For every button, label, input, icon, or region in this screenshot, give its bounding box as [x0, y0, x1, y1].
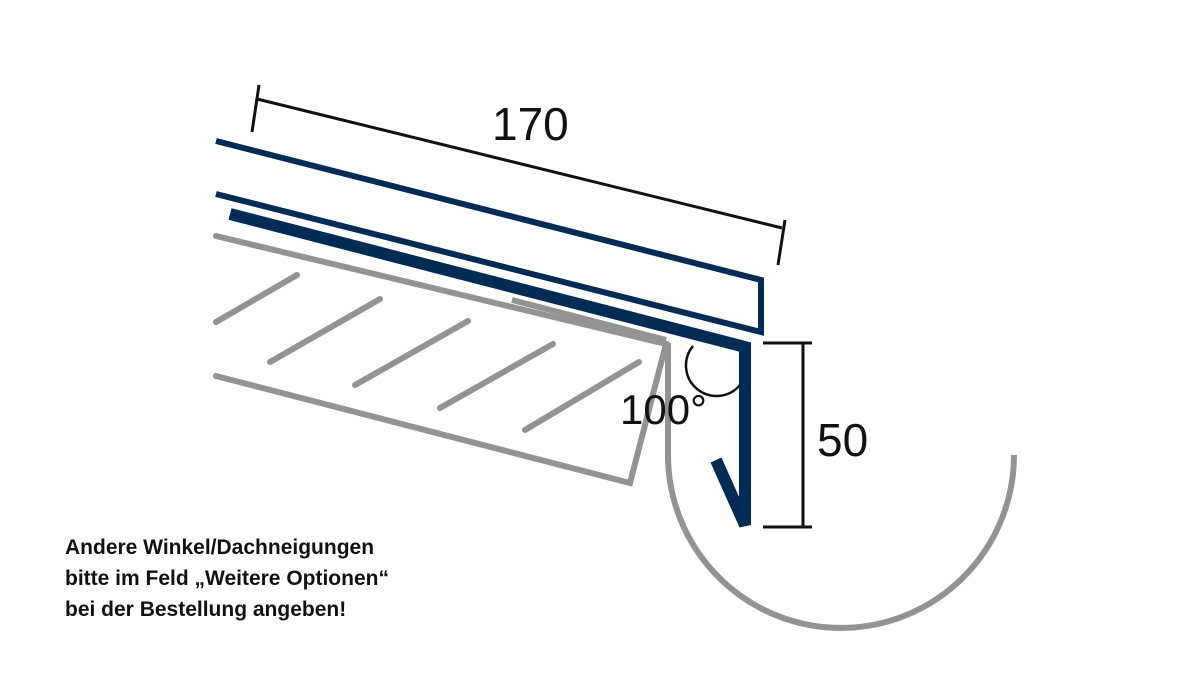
- order-note-line: bei der Bestellung angeben!: [65, 598, 347, 621]
- hatch-line: [213, 272, 300, 325]
- height-label: 50: [817, 414, 868, 466]
- main-profile: [228, 208, 751, 528]
- roof-board-outline: [213, 233, 670, 487]
- flashing-profile: [215, 138, 764, 528]
- length-label: 170: [492, 98, 569, 150]
- angle-arc: [684, 345, 741, 398]
- upper-flap: [215, 138, 764, 336]
- order-note: Andere Winkel/Dachneigungen bitte im Fel…: [65, 532, 389, 625]
- gutter: [665, 343, 1017, 631]
- angle-label: 100°: [620, 386, 707, 433]
- hatch-line: [352, 318, 471, 388]
- hatch-line: [437, 341, 556, 411]
- order-note-line: bitte im Feld „Weitere Optionen“: [65, 567, 389, 590]
- order-note-line: Andere Winkel/Dachneigungen: [65, 536, 375, 559]
- hatch-line: [267, 296, 383, 365]
- roof-underlay-strip: [511, 297, 667, 343]
- hatch-line: [522, 359, 642, 433]
- height-dimension: [763, 341, 812, 529]
- roof-board: [213, 233, 670, 487]
- length-dimension: [250, 84, 787, 266]
